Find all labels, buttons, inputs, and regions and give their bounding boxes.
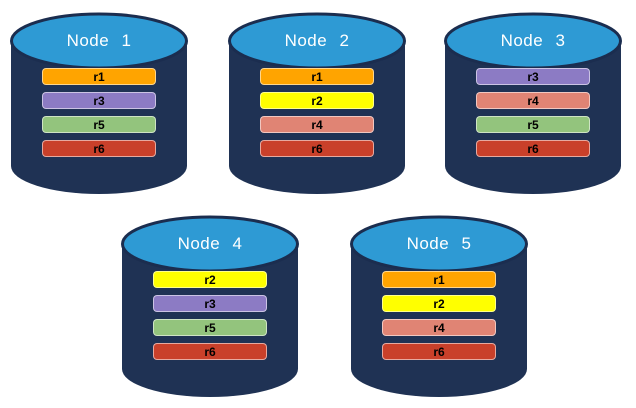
replica-bar: r4 [260,116,374,133]
replica-label: r1 [433,272,445,287]
replica-list: r1 r2 r4 r6 [382,271,496,367]
replica-label: r6 [527,141,539,156]
replica-label: r4 [311,117,323,132]
replica-bar: r2 [260,92,374,109]
replica-bar: r1 [260,68,374,85]
replica-bar: r1 [42,68,156,85]
replica-bar: r4 [382,319,496,336]
replica-label: r5 [93,117,105,132]
replica-label: r4 [433,320,445,335]
replica-bar: r5 [153,319,267,336]
node-title: Node 5 [406,234,472,253]
replica-bar: r1 [382,271,496,288]
replica-label: r2 [204,272,216,287]
replica-list: r1 r2 r4 r6 [260,68,374,164]
replica-bar: r5 [476,116,590,133]
replica-label: r1 [93,69,105,84]
replica-bar: r6 [382,343,496,360]
replica-bar: r4 [476,92,590,109]
replica-label: r6 [311,141,323,156]
replica-list: r3 r4 r5 r6 [476,68,590,164]
replica-label: r4 [527,93,539,108]
replica-label: r1 [311,69,323,84]
node-cylinder: Node 3 r3 r4 r5 r6 [444,12,622,196]
node-title: Node 1 [66,31,132,50]
node-cylinder: Node 5 r1 r2 r4 r6 [350,215,528,399]
replica-label: r6 [93,141,105,156]
replica-label: r2 [311,93,323,108]
replica-bar: r2 [382,295,496,312]
replica-bar: r5 [42,116,156,133]
node-title: Node 3 [500,31,566,50]
replica-bar: r6 [476,140,590,157]
replica-label: r3 [527,69,539,84]
replica-bar: r6 [42,140,156,157]
node-cylinder: Node 2 r1 r2 r4 r6 [228,12,406,196]
replica-label: r2 [433,296,445,311]
node-title: Node 4 [177,234,243,253]
replica-bar: r3 [476,68,590,85]
replica-label: r6 [433,344,445,359]
replica-label: r3 [204,296,216,311]
replica-bar: r3 [153,295,267,312]
replica-bar: r2 [153,271,267,288]
replica-label: r5 [527,117,539,132]
replica-bar: r3 [42,92,156,109]
node-title: Node 2 [284,31,350,50]
replica-bar: r6 [153,343,267,360]
node-cylinder: Node 1 r1 r3 r5 r6 [10,12,188,196]
replica-list: r2 r3 r5 r6 [153,271,267,367]
replica-label: r6 [204,344,216,359]
replica-label: r5 [204,320,216,335]
replica-label: r3 [93,93,105,108]
node-cylinder: Node 4 r2 r3 r5 r6 [121,215,299,399]
replica-list: r1 r3 r5 r6 [42,68,156,164]
replica-bar: r6 [260,140,374,157]
